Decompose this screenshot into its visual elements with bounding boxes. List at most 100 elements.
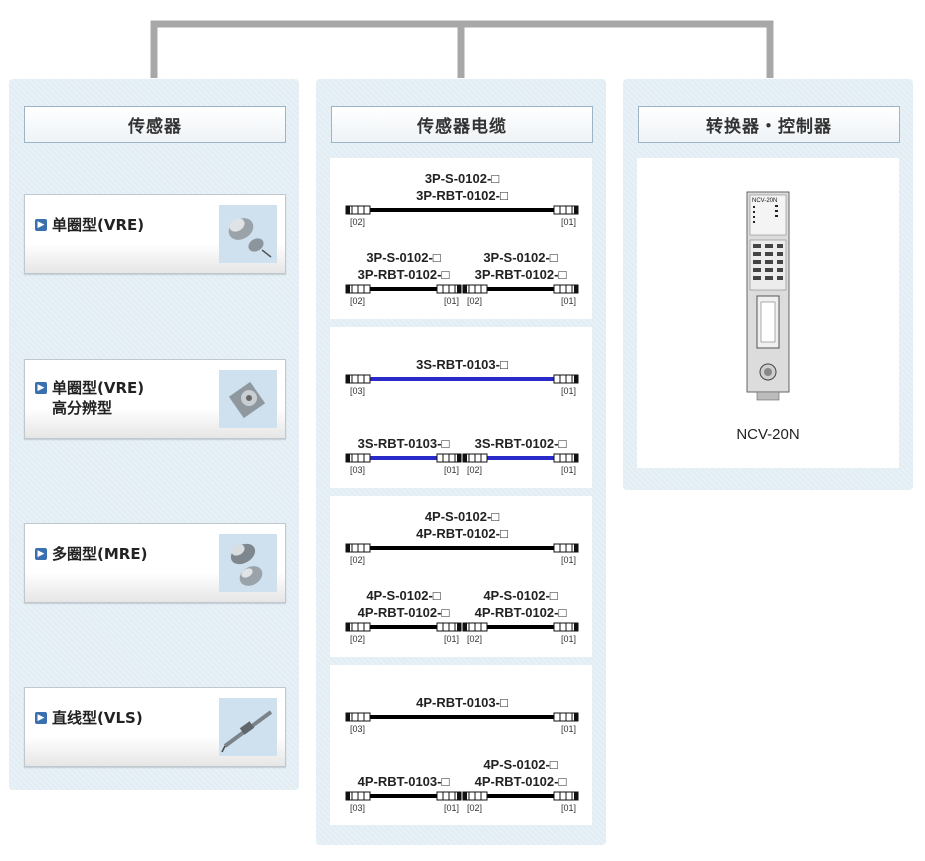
cable-part-number: 3P-S-0102-□ xyxy=(425,171,499,186)
cable-part-number: 4P-RBT-0102-□ xyxy=(358,605,450,620)
sensor-item-label: 单圈型(VRE) xyxy=(52,216,145,234)
cable-diagram: 3S-RBT-0103-□[03][01]3S-RBT-0103-□[03][0… xyxy=(345,357,579,475)
connector-tag-right: [01] xyxy=(444,634,459,644)
sensor-item-label: 直线型(VLS) xyxy=(52,709,143,727)
sensor-item-vls[interactable]: ▶ 直线型(VLS) xyxy=(24,687,286,767)
rotary-encoder-icon xyxy=(219,205,277,263)
cable-part-number: 3P-RBT-0102-□ xyxy=(475,267,567,282)
connector-tag-right: [01] xyxy=(561,465,576,475)
cable-column: 传感器电缆 3P-S-0102-□3P-RBT-0102-□[02][01]3P… xyxy=(316,79,606,845)
cable-assembly: 3S-RBT-0103-□[03][01] xyxy=(345,357,579,396)
cable-part-number: 3P-RBT-0102-□ xyxy=(416,188,508,203)
arrow-right-icon: ▶ xyxy=(35,382,47,394)
cable-part-number: 3S-RBT-0102-□ xyxy=(475,436,567,451)
cable-part-number: 4P-RBT-0102-□ xyxy=(475,774,567,789)
cable-connector-icon xyxy=(462,622,488,632)
cable-connector-icon xyxy=(553,284,579,294)
cable-connector-icon xyxy=(345,791,371,801)
cable-assembly: 3S-RBT-0102-□[02][01] xyxy=(462,436,579,475)
sensor-item-vre-high-resolution[interactable]: ▶ 单圈型(VRE) 高分辨型 xyxy=(24,359,286,439)
cable-connector-icon xyxy=(553,622,579,632)
cable-connector-icon xyxy=(553,543,579,553)
sensor-item-vre[interactable]: ▶ 单圈型(VRE) xyxy=(24,194,286,274)
cable-part-number: 3P-RBT-0102-□ xyxy=(358,267,450,282)
connector-tag-right: [01] xyxy=(561,386,576,396)
connector-tag-left: [03] xyxy=(350,465,365,475)
cable-group-4p-rbt[interactable]: 4P-RBT-0103-□ [03] [01] 4P-RBT-0103-□ [03] [0… xyxy=(330,665,592,825)
connector-tag-left: [03] xyxy=(350,724,365,734)
cable-connector-icon xyxy=(553,791,579,801)
cable-part-number: 4P-S-0102-□ xyxy=(366,588,440,603)
cable-assembly: 4P-S-0102-□ 4P-RBT-0102-□ [02] [01] xyxy=(345,509,579,565)
cable-diagram: 4P-RBT-0103-□ [03] [01] 4P-RBT-0103-□ [03] [0… xyxy=(345,695,579,813)
connector-tag-left: [03] xyxy=(350,386,365,396)
controller-device-icon: NCV-20N xyxy=(746,191,790,401)
cable-part-number: 4P-S-0102-□ xyxy=(425,509,499,524)
cable-part-number: 4P-S-0102-□ xyxy=(483,588,557,603)
cable-part-number: 3P-S-0102-□ xyxy=(483,250,557,265)
cable-part-number: 4P-S-0102-□ xyxy=(483,757,557,772)
cable-connector-icon xyxy=(553,374,579,384)
cable-group-3s[interactable]: 3S-RBT-0103-□[03][01]3S-RBT-0103-□[03][0… xyxy=(330,327,592,488)
sensor-item-mre[interactable]: ▶ 多圈型(MRE) xyxy=(24,523,286,603)
cable-part-number: 4P-RBT-0103-□ xyxy=(358,774,450,789)
cable-column-title: 传感器电缆 xyxy=(331,106,593,143)
cable-connector-icon xyxy=(345,543,371,553)
cable-part-number: 3S-RBT-0103-□ xyxy=(358,436,450,451)
cable-connector-icon xyxy=(345,284,371,294)
connector-tag-right: [01] xyxy=(561,296,576,306)
sensor-column-title: 传感器 xyxy=(24,106,286,143)
cable-connector-icon xyxy=(462,284,488,294)
connector-tag-right: [01] xyxy=(561,724,576,734)
connector-tag-right: [01] xyxy=(561,555,576,565)
cable-part-number: 4P-RBT-0102-□ xyxy=(475,605,567,620)
multi-turn-encoder-icon xyxy=(219,534,277,592)
cable-connector-icon xyxy=(345,712,371,722)
cable-assembly: 3P-S-0102-□3P-RBT-0102-□[02][01] xyxy=(462,250,579,306)
cable-diagram: 4P-S-0102-□4P-RBT-0102-□[02][01]4P-S-010… xyxy=(345,509,579,644)
sensor-column: 传感器 ▶ 单圈型(VRE) ▶ 单圈型(VRE) 高分辨型 ▶ 多圈型(M xyxy=(9,79,299,790)
cable-connector-icon xyxy=(345,374,371,384)
cable-assembly: 4P-RBT-0103-□ [03] [01] xyxy=(345,695,579,734)
cable-connector-icon xyxy=(553,712,579,722)
cable-connector-icon xyxy=(345,453,371,463)
connector-tag-left: [02] xyxy=(350,217,365,227)
sensor-item-label: 单圈型(VRE) 高分辨型 xyxy=(52,379,145,417)
cable-assembly: 3P-S-0102-□3P-RBT-0102-□[02][01] xyxy=(345,250,462,306)
cable-connector-icon xyxy=(462,791,488,801)
cable-part-number: 3P-S-0102-□ xyxy=(366,250,440,265)
arrow-right-icon: ▶ xyxy=(35,548,47,560)
linear-sensor-icon xyxy=(219,698,277,756)
sensor-item-label: 多圈型(MRE) xyxy=(52,545,148,563)
rotary-encoder-icon xyxy=(219,370,277,428)
cable-connector-icon xyxy=(436,791,462,801)
connector-tag-right: [01] xyxy=(444,803,459,813)
cable-assembly: 4P-S-0102-□4P-RBT-0102-□[02][01] xyxy=(345,588,462,644)
connector-tag-right: [01] xyxy=(561,803,576,813)
controller-column: 转换器・控制器 NCV-20N xyxy=(623,79,913,490)
cable-part-number: 4P-RBT-0103-□ xyxy=(416,695,508,710)
arrow-right-icon: ▶ xyxy=(35,712,47,724)
cable-assembly: 3P-S-0102-□ 3P-RBT-0102-□ [02] [01] xyxy=(345,171,579,227)
controller-card[interactable]: NCV-20N NCV-20N xyxy=(637,158,899,468)
arrow-right-icon: ▶ xyxy=(35,219,47,231)
connector-tag-left: [02] xyxy=(350,555,365,565)
cable-group-3p[interactable]: 3P-S-0102-□3P-RBT-0102-□[02][01]3P-S-010… xyxy=(330,158,592,319)
cable-assembly: 3S-RBT-0103-□ [03] [01] xyxy=(345,436,462,475)
controller-model-label: NCV-20N xyxy=(736,426,800,443)
cable-connector-icon xyxy=(553,453,579,463)
cable-group-4p[interactable]: 4P-S-0102-□4P-RBT-0102-□[02][01]4P-S-010… xyxy=(330,496,592,657)
cable-connector-icon xyxy=(436,453,462,463)
cable-connector-icon xyxy=(436,284,462,294)
cable-connector-icon xyxy=(553,205,579,215)
connector-tag-right: [01] xyxy=(561,217,576,227)
cable-assembly: 4P-S-0102-□4P-RBT-0102-□[02][01] xyxy=(462,757,579,813)
cable-part-number: 4P-RBT-0102-□ xyxy=(416,526,508,541)
svg-text:NCV-20N: NCV-20N xyxy=(752,198,777,204)
cable-connector-icon xyxy=(436,622,462,632)
connector-tag-right: [01] xyxy=(444,465,459,475)
cable-connector-icon xyxy=(345,205,371,215)
connector-tag-left: [02] xyxy=(467,634,482,644)
connector-tag-left: [03] xyxy=(350,803,365,813)
cable-diagram: 3P-S-0102-□3P-RBT-0102-□[02][01]3P-S-010… xyxy=(345,171,579,306)
